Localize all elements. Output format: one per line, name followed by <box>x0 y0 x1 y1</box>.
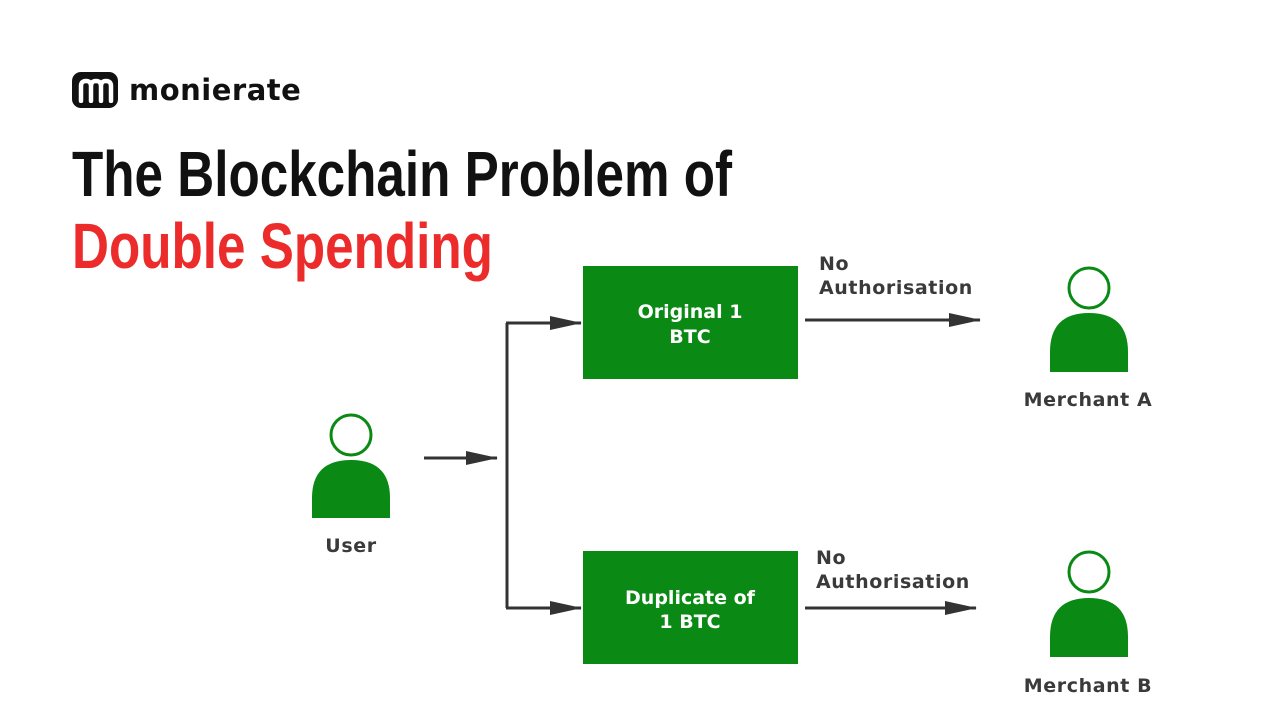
original-btc-box <box>583 266 798 379</box>
page-title-highlight: Double Spending <box>72 210 493 282</box>
merchant-a-icon <box>1050 266 1128 372</box>
original-btc-label-2: BTC <box>669 326 710 348</box>
edge-label-bottom-1: No <box>816 547 846 569</box>
merchant-b-label: Merchant B <box>1024 675 1152 697</box>
original-btc-label-1: Original 1 <box>638 301 743 323</box>
merchant-b-icon <box>1050 550 1128 657</box>
edge-label-bottom-2: Authorisation <box>816 571 970 593</box>
user-icon <box>312 413 390 518</box>
user-label: User <box>325 535 376 557</box>
brand-logo: monierate <box>72 72 301 108</box>
edge-label-top-2: Authorisation <box>819 277 973 299</box>
duplicate-btc-label-1: Duplicate of <box>625 587 756 609</box>
duplicate-btc-box <box>583 551 798 664</box>
page-title: The Blockchain Problem of <box>72 138 733 210</box>
edge-label-top-1: No <box>819 253 849 275</box>
brand-name: monierate <box>129 73 302 107</box>
logo-m-icon <box>72 72 118 108</box>
duplicate-btc-label-2: 1 BTC <box>659 611 720 633</box>
merchant-a-label: Merchant A <box>1024 389 1153 411</box>
